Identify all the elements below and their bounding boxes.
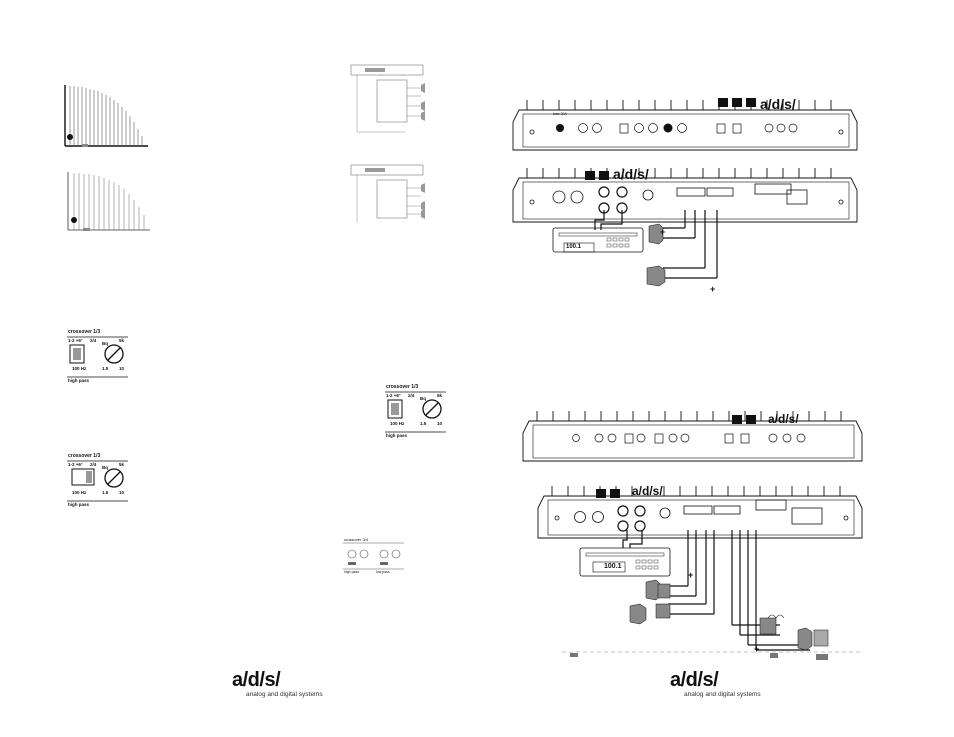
amplifier-top-panel-1 bbox=[512, 98, 858, 151]
head-unit-icon bbox=[579, 547, 671, 577]
crossover-panel-1: crossover 1/3 1-2 +6° 2/4 Bq 5k 100 Hz 1… bbox=[67, 329, 128, 383]
wiring-block-diagram-1 bbox=[350, 64, 425, 133]
knob-icon bbox=[796, 433, 806, 443]
amp-brand-4: a/d/s/ bbox=[632, 484, 663, 498]
fuse-icon bbox=[755, 499, 787, 511]
speaker-icon bbox=[629, 603, 647, 625]
knob-icon bbox=[648, 123, 658, 133]
amplifier-front-panel-1 bbox=[512, 168, 858, 223]
knob-icon bbox=[680, 433, 690, 443]
switch-icon bbox=[716, 123, 726, 134]
subwoofer-icon bbox=[813, 629, 829, 647]
knob-icon bbox=[764, 123, 774, 133]
knob-icon bbox=[788, 123, 798, 133]
panel-footer: high pass bbox=[68, 502, 90, 507]
knob-icon bbox=[607, 433, 617, 443]
knob-icon bbox=[636, 433, 646, 443]
din-connector-icon bbox=[552, 190, 566, 204]
switch-icon bbox=[348, 562, 356, 565]
speaker-icon bbox=[646, 265, 666, 287]
knob-icon bbox=[572, 434, 580, 442]
terminal-icon bbox=[676, 187, 706, 197]
terminal-icon bbox=[706, 187, 734, 197]
knob-icon bbox=[668, 433, 678, 443]
switch-icon bbox=[380, 562, 388, 565]
terminal-icon bbox=[683, 505, 713, 515]
amplifier-front-panel-2 bbox=[537, 486, 863, 539]
knob-icon bbox=[594, 433, 604, 443]
ads-logo-right: a/d/s/ analog and digital systems bbox=[670, 669, 761, 698]
din-connector-icon bbox=[570, 190, 584, 204]
terminal-icon bbox=[786, 189, 808, 205]
knob-icon bbox=[677, 123, 687, 133]
rca-jack-icon bbox=[598, 186, 610, 198]
panel-footer: high pass bbox=[68, 378, 90, 383]
marker-dot-icon bbox=[67, 134, 73, 140]
switch-icon bbox=[654, 433, 664, 444]
amp-brand-2: a/d/s/ bbox=[613, 166, 649, 182]
fuse-icon bbox=[754, 183, 792, 195]
knob-icon bbox=[776, 123, 786, 133]
response-graph-top bbox=[64, 85, 148, 147]
switch-icon bbox=[732, 123, 742, 134]
crossover-panel-3: crossover 1/3 1-2 +6° 2/4 Bq 5k 100 Hz 1… bbox=[67, 453, 128, 507]
rca-jack-icon bbox=[616, 186, 628, 198]
wiring-diagram-2 bbox=[560, 530, 860, 660]
terminal-icon bbox=[713, 505, 741, 515]
wiring-diagram-1 bbox=[552, 210, 718, 287]
knob-icon bbox=[104, 468, 124, 488]
switch-icon bbox=[71, 468, 95, 486]
amplifier-top-panel-2 bbox=[522, 411, 863, 462]
switch-icon bbox=[619, 123, 629, 134]
panel-title: crossover 1/3 bbox=[386, 384, 419, 390]
rca-jack-icon bbox=[617, 520, 629, 532]
crossover-panel-small: crossover 3/4 high pass low pass bbox=[342, 537, 404, 577]
switch-icon bbox=[387, 399, 403, 419]
switch-icon bbox=[724, 433, 734, 444]
knob-icon bbox=[347, 549, 357, 559]
speaker-icon bbox=[648, 223, 664, 245]
knob-icon bbox=[768, 433, 778, 443]
response-graph-bottom bbox=[67, 172, 150, 231]
crossover-panel-2: crossover 1/3 1-2 +6° 2/4 Bq 5k 100 Hz 1… bbox=[385, 384, 446, 438]
rca-jack-icon bbox=[617, 505, 629, 517]
knob-icon bbox=[578, 123, 588, 133]
switch-icon bbox=[69, 344, 85, 364]
switch-icon bbox=[740, 433, 750, 444]
panel-title: crossover 1/3 bbox=[68, 453, 101, 459]
knob-icon bbox=[104, 344, 124, 364]
knob-icon bbox=[359, 549, 369, 559]
terminal-icon bbox=[791, 507, 823, 525]
speaker-icon bbox=[797, 627, 813, 651]
amp-brand-1: a/d/s/ bbox=[760, 96, 796, 112]
rca-jack-icon bbox=[634, 520, 646, 532]
amp-brand-3: a/d/s/ bbox=[768, 412, 799, 426]
knob-icon bbox=[663, 123, 673, 133]
marker-dot-icon bbox=[71, 217, 77, 223]
wiring-block-diagram-2 bbox=[350, 164, 425, 222]
crossover-network-icon bbox=[759, 617, 777, 635]
power-led-icon bbox=[556, 124, 564, 132]
rca-jack-icon bbox=[634, 505, 646, 517]
knob-icon bbox=[379, 549, 389, 559]
knob-icon bbox=[782, 433, 792, 443]
knob-icon bbox=[391, 549, 401, 559]
head-unit-icon bbox=[552, 227, 644, 253]
panel-footer: high pass bbox=[386, 433, 408, 438]
din-connector-icon bbox=[574, 511, 586, 523]
panel-title: crossover 1/3 bbox=[68, 329, 101, 335]
knob-icon bbox=[634, 123, 644, 133]
switch-icon bbox=[624, 433, 634, 444]
ads-logo-left: a/d/s/ analog and digital systems bbox=[232, 669, 323, 698]
knob-icon bbox=[422, 399, 442, 419]
knob-icon bbox=[592, 123, 602, 133]
din-connector-icon bbox=[592, 511, 604, 523]
